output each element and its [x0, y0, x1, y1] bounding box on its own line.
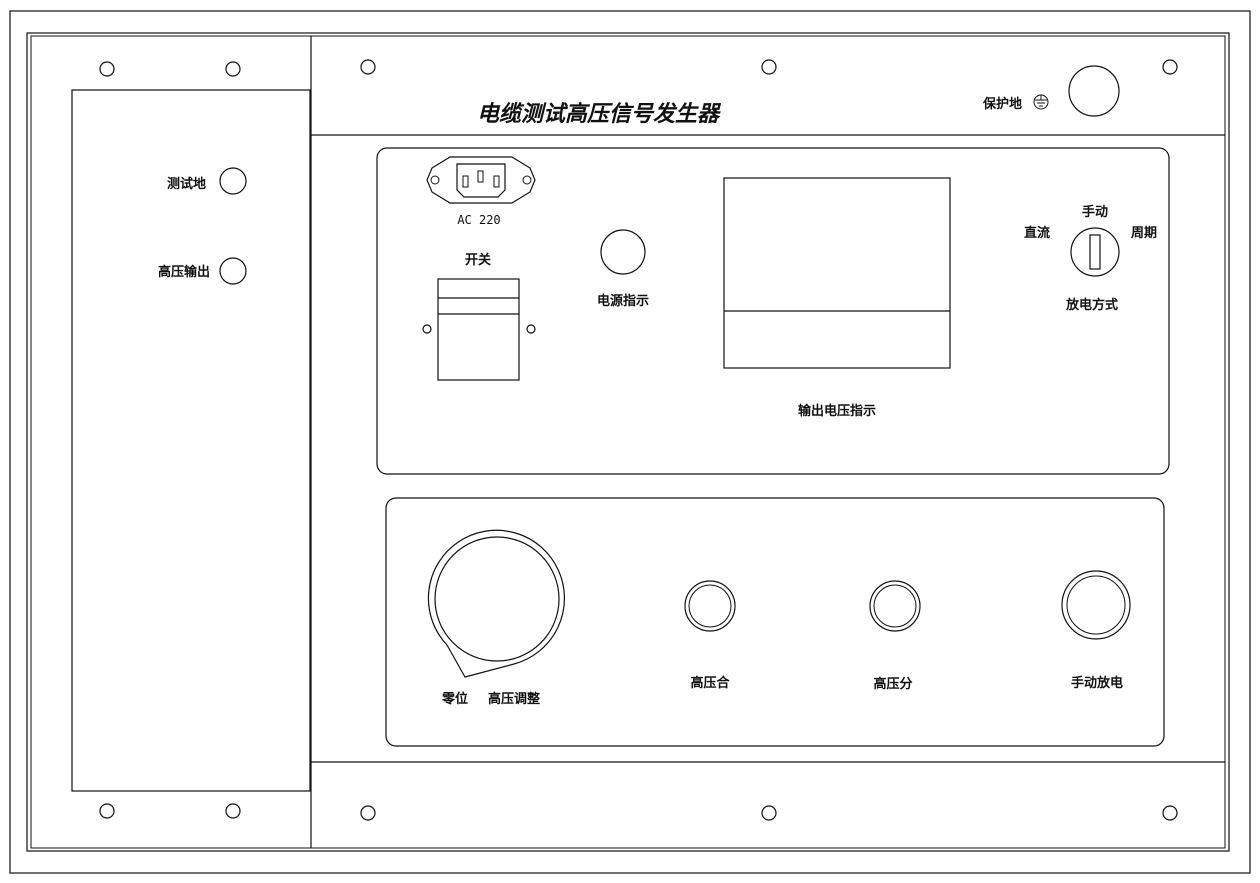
power-switch[interactable]: [422, 278, 536, 381]
protect-ground-label: 保护地: [982, 96, 1022, 112]
manual-discharge-button[interactable]: [1061, 570, 1131, 640]
inner-frame-2: [30, 35, 1226, 849]
mount-hole: [99, 803, 115, 819]
hv-adjust-knob[interactable]: [427, 529, 566, 678]
inner-frame: [26, 32, 1230, 852]
zero-label: 零位: [441, 691, 468, 707]
left-panel: [71, 89, 311, 792]
hv-output-label: 高压输出: [158, 264, 210, 280]
iec-power-inlet-icon[interactable]: [426, 156, 536, 204]
mount-hole: [99, 61, 115, 77]
lower-subpanel: [385, 497, 1165, 747]
test-ground-label: 测试地: [167, 176, 206, 192]
panel-title: 电缆测试高压信号发生器: [477, 101, 722, 127]
power-indicator-label: 电源指示: [597, 293, 649, 309]
switch-label: 开关: [465, 252, 491, 268]
ac-power-label: AC 220: [457, 213, 500, 227]
manual-discharge-label: 手动放电: [1071, 675, 1123, 691]
outer-frame: [9, 10, 1251, 874]
hv-off-label: 高压分: [873, 676, 912, 692]
hv-off-button[interactable]: [869, 580, 921, 632]
discharge-mode-label: 放电方式: [1065, 297, 1118, 313]
mode-dc-label: 直流: [1024, 225, 1050, 241]
mount-hole: [360, 59, 376, 75]
test-ground-terminal[interactable]: [219, 167, 247, 195]
mount-hole: [225, 61, 241, 77]
mount-hole: [360, 805, 376, 821]
hv-adjust-label: 高压调整: [488, 691, 541, 707]
mount-hole: [1162, 805, 1178, 821]
upper-subpanel: [376, 147, 1170, 475]
mount-hole: [761, 59, 777, 75]
mode-manual-label: 手动: [1082, 204, 1108, 220]
ground-symbol-icon: [1033, 94, 1049, 110]
protect-ground-terminal[interactable]: [1068, 65, 1120, 117]
discharge-mode-selector[interactable]: [1070, 227, 1120, 277]
output-voltage-label: 输出电压指示: [798, 403, 876, 419]
hv-on-button[interactable]: [684, 580, 736, 632]
mode-periodic-label: 周期: [1131, 226, 1157, 241]
mount-hole: [761, 805, 777, 821]
power-indicator-lamp: [600, 229, 646, 275]
mount-hole: [225, 803, 241, 819]
mount-hole: [1162, 59, 1178, 75]
hv-on-label: 高压合: [690, 675, 730, 691]
hv-output-terminal[interactable]: [219, 257, 247, 285]
output-voltage-meter: [723, 177, 951, 369]
